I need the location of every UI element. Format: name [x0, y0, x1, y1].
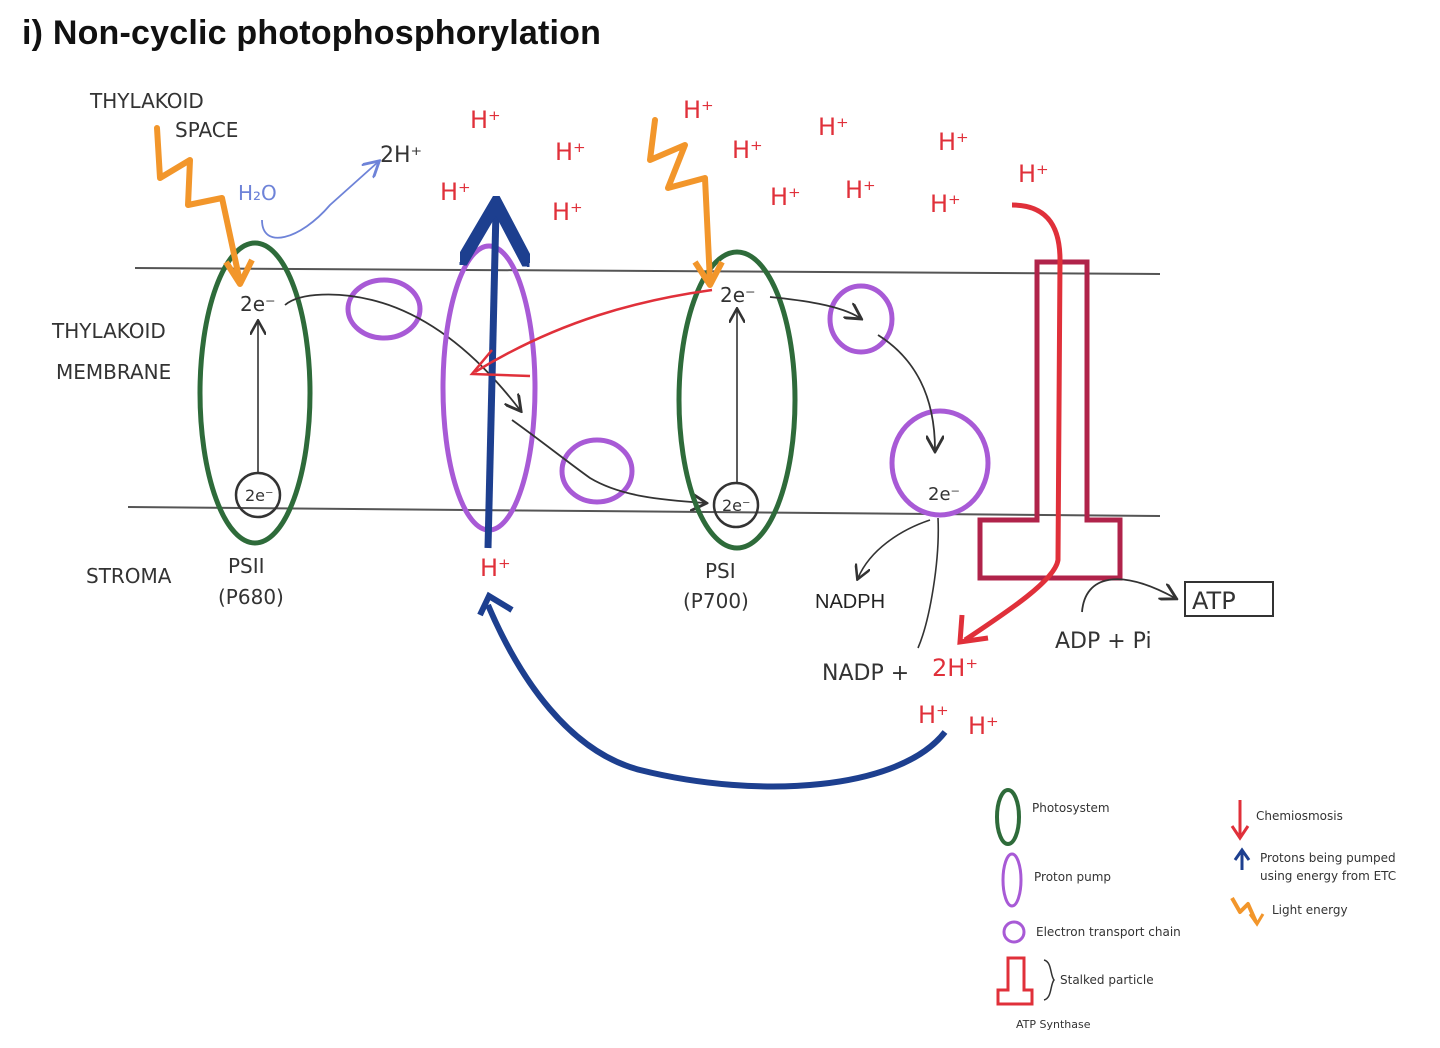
light-arrowhead-psii	[223, 258, 255, 287]
legend-stalked-particle-icon	[996, 956, 1034, 1006]
legend-brace-icon	[1043, 959, 1055, 1001]
h-plus-6: H⁺	[732, 136, 763, 164]
nadph-label: NADPH	[815, 591, 885, 613]
h-plus-9: H⁺	[845, 176, 876, 204]
electron-path-1	[284, 293, 520, 410]
page-title: i) Non-cyclic photophosphorylation	[22, 14, 602, 52]
electron-path-4	[877, 334, 935, 450]
legend-photosystem-icon	[995, 788, 1021, 846]
chemiosmosis-arrowhead	[957, 614, 989, 645]
water-arrow	[261, 162, 378, 239]
h-plus-12: H⁺	[1018, 160, 1049, 188]
legend-light-energy-icon	[1230, 897, 1258, 923]
psii-excited-electrons: 2e⁻	[240, 292, 276, 316]
h-plus-10: H⁺	[938, 128, 969, 156]
etc-carrier-1	[345, 277, 423, 341]
legend-atp-synthase-label: ATP Synthase	[1016, 1018, 1091, 1031]
p680-label: (P680)	[218, 585, 284, 609]
two-h-plus-top-label: 2H⁺	[380, 143, 422, 168]
legend-proton-pump-icon	[1001, 852, 1023, 908]
thylakoid-membrane-label-1: THYLAKOID	[51, 319, 166, 343]
h-plus-stroma-pump: H⁺	[480, 554, 511, 582]
light-energy-psi-icon	[647, 117, 713, 285]
electron-path-2	[511, 419, 705, 503]
psii-label: PSII	[228, 554, 265, 578]
red-electron-arrow	[474, 288, 713, 374]
membrane-bottom-line	[127, 506, 1161, 517]
h-plus-4: H⁺	[552, 198, 583, 226]
legend-protons-pumped-arrowhead	[1233, 847, 1251, 861]
light-energy-psii-icon	[154, 125, 243, 285]
nadp-reductase-electrons: 2e⁻	[928, 484, 960, 505]
legend: Photosystem Proton pump Electron transpo…	[995, 788, 1396, 1031]
psi-electron-label: 2e⁻	[722, 496, 750, 515]
light-arrowhead-psi	[692, 260, 725, 288]
stroma-label: STROMA	[86, 564, 172, 588]
h-plus-14: H⁺	[968, 712, 999, 740]
proton-return-blue-arrow	[485, 603, 948, 790]
atp-box	[1184, 581, 1274, 617]
thylakoid-space-label-2: SPACE	[175, 118, 238, 142]
electron-path-3	[769, 296, 860, 318]
legend-protons-pumped-label-2: using energy from ETC	[1260, 869, 1396, 883]
nadp-reductase-carrier	[889, 408, 991, 518]
legend-chemiosmosis-label: Chemiosmosis	[1256, 809, 1343, 823]
legend-proton-pump-label: Proton pump	[1034, 870, 1111, 884]
legend-light-energy-label: Light energy	[1272, 903, 1348, 917]
legend-etc-label: Electron transport chain	[1036, 925, 1181, 939]
p700-label: (P700)	[683, 589, 749, 613]
legend-stalked-particle-label: Stalked particle	[1060, 973, 1154, 987]
two-h-plus-red-label: 2H⁺	[932, 654, 978, 682]
psi-label: PSI	[705, 559, 736, 583]
red-electron-arrowhead	[469, 349, 531, 378]
psi-photosystem	[676, 249, 798, 551]
etc-carrier-3	[827, 283, 895, 355]
legend-chemiosmosis-arrowhead	[1230, 825, 1250, 841]
h-plus-1: H⁺	[470, 106, 501, 134]
nadph-output-arrow	[858, 519, 931, 578]
h-plus-7: H⁺	[818, 113, 849, 141]
h-plus-13: H⁺	[918, 701, 949, 729]
h-plus-5: H⁺	[683, 96, 714, 124]
legend-etc-icon	[1002, 920, 1026, 944]
proton-return-arrowhead	[477, 591, 514, 617]
h-plus-8: H⁺	[770, 183, 801, 211]
membrane-top-line	[134, 267, 1161, 275]
legend-protons-pumped-label-1: Protons being pumped	[1260, 851, 1396, 865]
etc-carrier-2	[559, 437, 635, 505]
h-plus-11: H⁺	[930, 190, 961, 218]
thylakoid-membrane-label-2: MEMBRANE	[56, 360, 171, 384]
h-plus-2: H⁺	[555, 138, 586, 166]
psii-photosystem	[197, 240, 313, 546]
psi-excited-electrons: 2e⁻	[720, 283, 756, 307]
h-plus-group: H⁺ H⁺ H⁺ H⁺ H⁺ H⁺ H⁺ H⁺ H⁺ H⁺ H⁺ H⁺ H⁺ H…	[440, 96, 1049, 740]
legend-photosystem-label: Photosystem	[1032, 801, 1110, 815]
psii-electron-circle	[234, 471, 282, 519]
atp-formation-arrow	[1081, 578, 1175, 613]
water-label: H₂O	[238, 181, 277, 205]
nadph-formation-arrow	[917, 517, 940, 649]
atp-synthase-stalked-particle	[977, 259, 1123, 581]
nadp-label: NADP +	[822, 661, 909, 686]
psii-electron-label: 2e⁻	[245, 486, 273, 505]
adp-pi-label: ADP + Pi	[1055, 629, 1152, 654]
atp-label: ATP	[1192, 587, 1236, 615]
proton-pump-blue-arrow	[488, 210, 496, 549]
legend-light-energy-arrowhead	[1248, 913, 1265, 927]
chemiosmosis-red-arrow	[963, 202, 1063, 643]
psi-electron-circle	[712, 481, 760, 529]
thylakoid-space-label-1: THYLAKOID	[89, 89, 204, 113]
h-plus-3: H⁺	[440, 178, 471, 206]
